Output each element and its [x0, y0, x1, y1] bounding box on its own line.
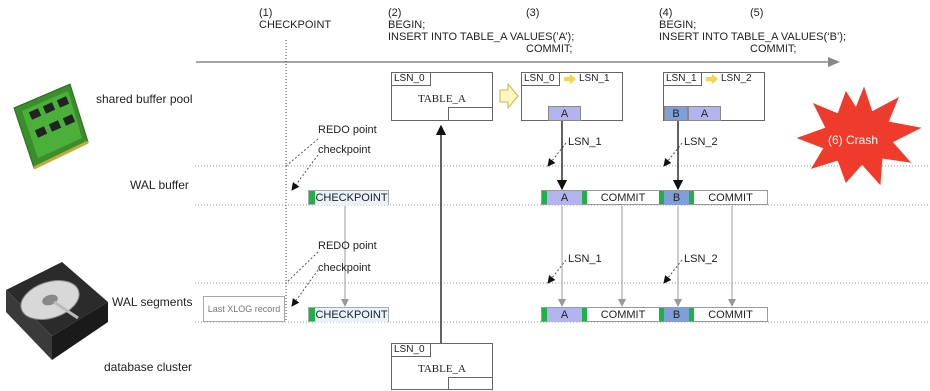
database-cluster-label: database cluster [104, 360, 192, 374]
page-slot [448, 377, 493, 390]
tuple-b: B [664, 106, 688, 121]
redo-point-label: REDO point [318, 124, 377, 136]
commit-b: COMMIT [694, 191, 767, 205]
record-b: B [664, 308, 689, 322]
step-1-text: CHECKPOINT [259, 19, 331, 31]
step-4-number: (4) [659, 7, 672, 19]
step-3-commit: COMMIT; [526, 43, 572, 55]
wal-buffer-label: WAL buffer [130, 178, 189, 192]
step-3-number: (3) [526, 7, 539, 19]
tuple-a: A [688, 106, 721, 121]
record-text: CHECKPOINT [315, 308, 388, 322]
wal-buffer-checkpoint-record: CHECKPOINT [308, 190, 389, 205]
page-lsn: LSN_0 [391, 72, 431, 86]
yellow-arrow-icon [564, 74, 576, 84]
last-xlog-text: Last XLOG record [204, 304, 284, 314]
checkpoint-label-2: checkpoint [318, 262, 371, 274]
last-xlog-record: Last XLOG record [203, 296, 285, 322]
hard-disk-icon [6, 262, 108, 360]
buffer-page-0: LSN_0 TABLE_A [391, 72, 493, 121]
step-2-insert: INSERT INTO TABLE_A VALUES(’A’); [388, 31, 574, 43]
buffer-page-2: LSN_1 LSN_2 B A [663, 72, 765, 121]
lsn-2-label-2: LSN_2 [684, 253, 718, 265]
table-name: TABLE_A [392, 93, 492, 105]
page-lsn-new: LSN_2 [721, 73, 752, 85]
lsn-1-label-2: LSN_1 [568, 253, 602, 265]
buffer-page-1: LSN_0 LSN_1 A [521, 72, 623, 121]
lsn-1-label: LSN_1 [568, 136, 602, 148]
page-update-arrow [500, 84, 518, 108]
checkpoint-label: checkpoint [318, 144, 371, 156]
record-b: B [664, 191, 689, 205]
crash-label: (6) Crash [828, 133, 878, 147]
step-4-begin: BEGIN; [659, 19, 696, 31]
page-lsn-old: LSN_0 [521, 72, 560, 86]
commit-a: COMMIT [587, 191, 659, 205]
page-lsn-new: LSN_1 [579, 73, 610, 85]
record-a: A [547, 191, 582, 205]
db-cluster-page: LSN_0 TABLE_A [391, 343, 493, 390]
step-2-begin: BEGIN; [388, 19, 425, 31]
step-1-number: (1) [259, 7, 272, 19]
table-name: TABLE_A [392, 363, 492, 375]
commit-b: COMMIT [694, 308, 767, 322]
record-text: CHECKPOINT [315, 191, 388, 205]
step-5-commit: COMMIT; [750, 43, 796, 55]
lsn-2-label: LSN_2 [684, 136, 718, 148]
wal-segment-records: A COMMIT B COMMIT [541, 307, 768, 322]
commit-a: COMMIT [587, 308, 659, 322]
wal-buffer-records: A COMMIT B COMMIT [541, 190, 768, 205]
page-slot [448, 107, 493, 121]
step-2-number: (2) [388, 7, 401, 19]
redo-point-label-2: REDO point [318, 240, 377, 252]
wal-segment-checkpoint-record: CHECKPOINT [308, 307, 389, 322]
step-5-number: (5) [750, 7, 763, 19]
tuple-a: A [548, 106, 581, 121]
step-4-insert: INSERT INTO TABLE_A VALUES(‘B’); [659, 31, 846, 43]
ram-module-icon [14, 84, 88, 168]
page-lsn-old: LSN_1 [663, 72, 702, 86]
shared-buffer-pool-label: shared buffer pool [96, 92, 193, 106]
wal-segments-label: WAL segments [112, 295, 192, 309]
record-a: A [547, 308, 582, 322]
yellow-arrow-icon [706, 74, 718, 84]
page-lsn: LSN_0 [391, 343, 431, 357]
